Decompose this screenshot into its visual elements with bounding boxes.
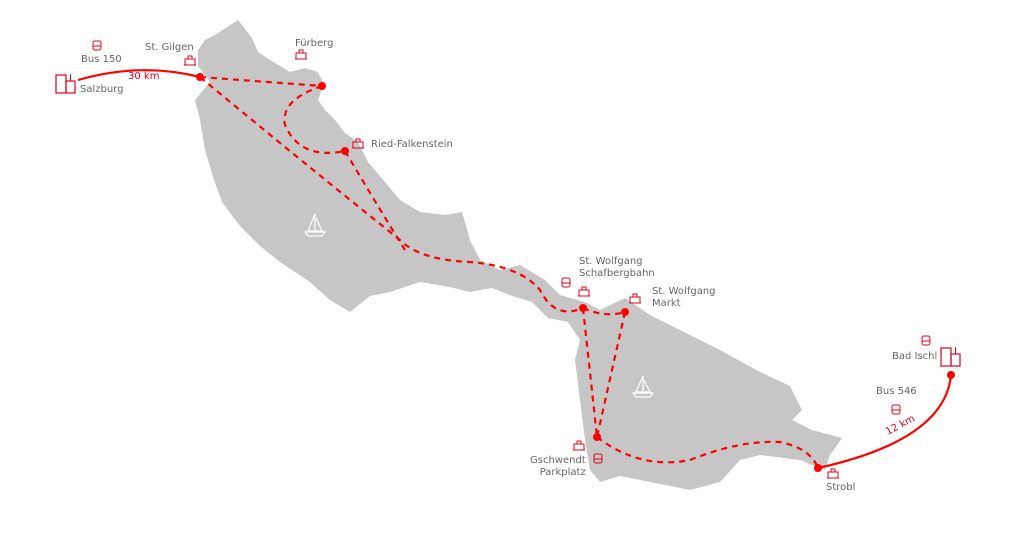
ship-icon: [577, 286, 591, 297]
label-st-gilgen: St. Gilgen: [145, 42, 194, 53]
stop-dots: [196, 73, 955, 472]
city-icon: [55, 73, 76, 94]
sailboat-icon: [631, 375, 655, 398]
label-bus-150: Bus 150: [81, 54, 122, 65]
ship-icon: [294, 49, 308, 60]
route-salzburg-st-gilgen: [77, 69, 201, 82]
ship-routes: [199, 75, 820, 469]
label-bad-ischl: Bad Ischl: [892, 351, 938, 362]
bus-icon: [891, 404, 901, 415]
label-fuerberg: Fürberg: [295, 38, 334, 49]
ship-icon: [628, 293, 642, 304]
lake-wolfgangsee: [195, 20, 842, 490]
label-salzburg: Salzburg: [80, 84, 124, 95]
bus-icon: [92, 40, 102, 51]
label-bus-546: Bus 546: [876, 386, 917, 397]
ship-icon: [826, 468, 840, 479]
label-distance-30: 30 km: [128, 71, 160, 82]
city-icon: [940, 346, 961, 367]
car-icon: [561, 277, 571, 288]
sailboat-icon: [303, 213, 327, 237]
label-ried: Ried-Falkenstein: [371, 139, 453, 150]
ship-icon: [572, 440, 586, 451]
route-strobl-bad-ischl: [817, 374, 953, 470]
label-strobl: Strobl: [826, 482, 856, 493]
train-icon: [921, 335, 931, 346]
ship-icon: [183, 55, 197, 66]
